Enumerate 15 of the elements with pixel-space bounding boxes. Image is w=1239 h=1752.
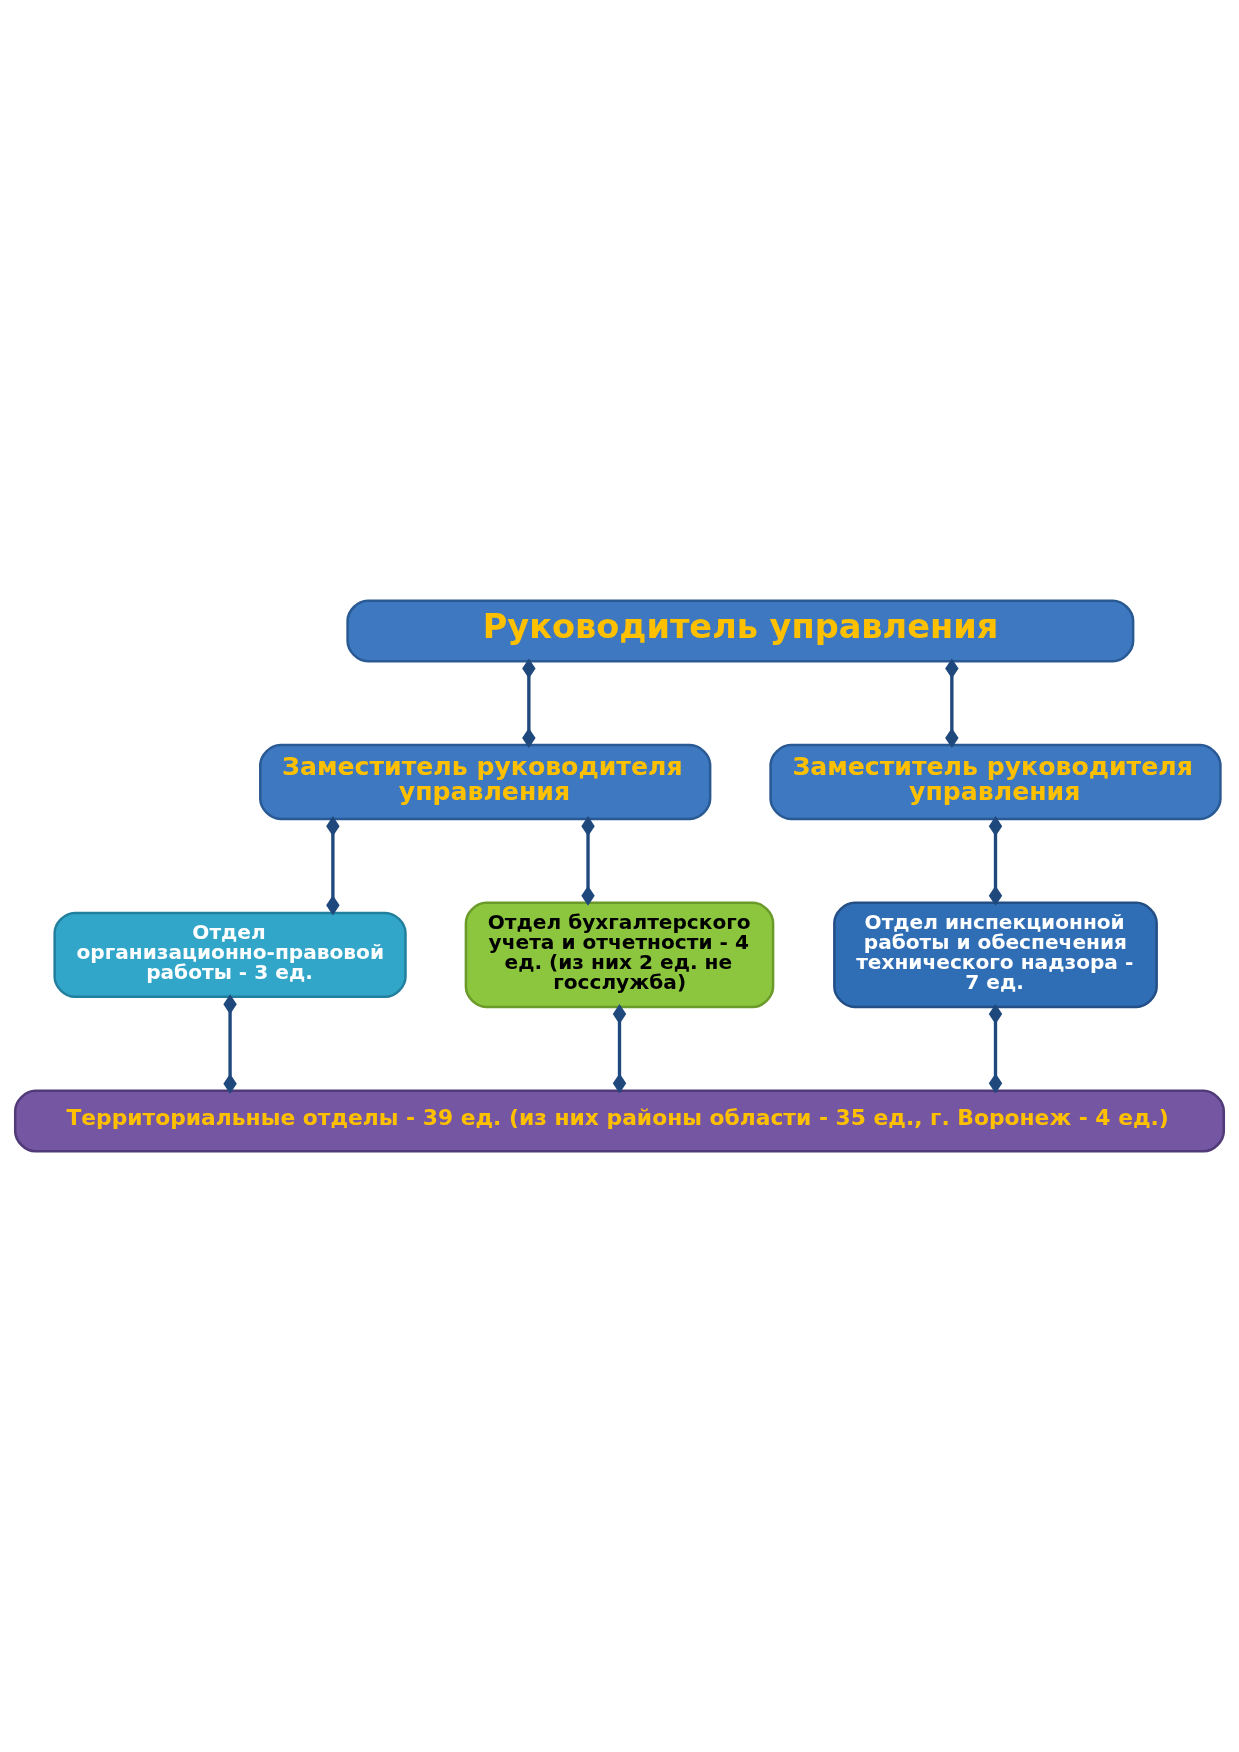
connector — [522, 658, 536, 749]
connector — [988, 816, 1003, 906]
node-box: Территориальные отделы - 39 ед. (из них районы области - 35 ед., г. Воронеж - 4 ед.) — [13, 1089, 1226, 1153]
node-box: Отдел инспекционной работы и обеспечения технического надзора - 7 ед. — [833, 901, 1158, 1009]
connector — [988, 1004, 1003, 1094]
node-box: Отдел бухгалтерского учета и отчетности - 4 ед. (из них 2 ед. не госслужба) — [464, 901, 775, 1009]
node-box: Заместитель руководителя управления — [259, 743, 712, 821]
node-box: Заместитель руководителя управления — [769, 743, 1222, 821]
connector — [612, 1004, 627, 1094]
connector — [223, 994, 237, 1094]
node-box: Руководитель управления — [346, 599, 1135, 663]
node-box: Отдел организационно-правовой работы - 3 ед. — [53, 911, 407, 999]
connector — [581, 816, 595, 906]
connector — [326, 816, 340, 916]
connector — [945, 658, 959, 749]
